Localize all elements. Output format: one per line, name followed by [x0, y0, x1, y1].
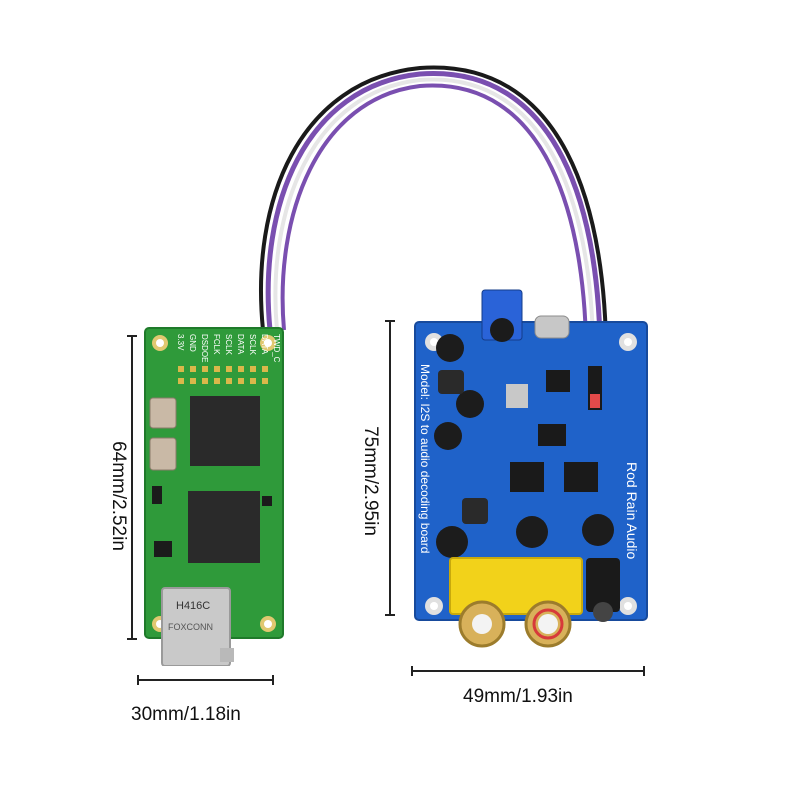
right-width-label: 49mm/1.93in — [463, 686, 573, 707]
pin-label: DATA — [260, 334, 269, 355]
pin-label: GND — [188, 334, 197, 352]
pin-label: FCLK — [212, 334, 221, 355]
pin-label: DATA — [236, 334, 245, 355]
left-pin-labels: 3.3V GND DSDOE FCLK SCLK DATA SCLK DATA … — [176, 334, 296, 362]
pin-label: TWD_C — [272, 334, 281, 363]
pin-label: DSDOE — [200, 334, 209, 363]
left-pcb-board — [144, 327, 284, 666]
usb-connector-brand: FOXCONN — [168, 622, 213, 632]
pin-label: SCLK — [248, 334, 257, 355]
left-height-label: 64mm/2.52in — [108, 441, 129, 551]
pin-label: 3.3V — [176, 334, 185, 351]
usb-connector-text: H416C — [176, 600, 211, 612]
right-height-label: 75mm/2.95in — [360, 426, 381, 536]
left-width-label: 30mm/1.18in — [131, 704, 241, 725]
right-pcb-board — [414, 289, 648, 648]
pin-label: SCLK — [224, 334, 233, 355]
